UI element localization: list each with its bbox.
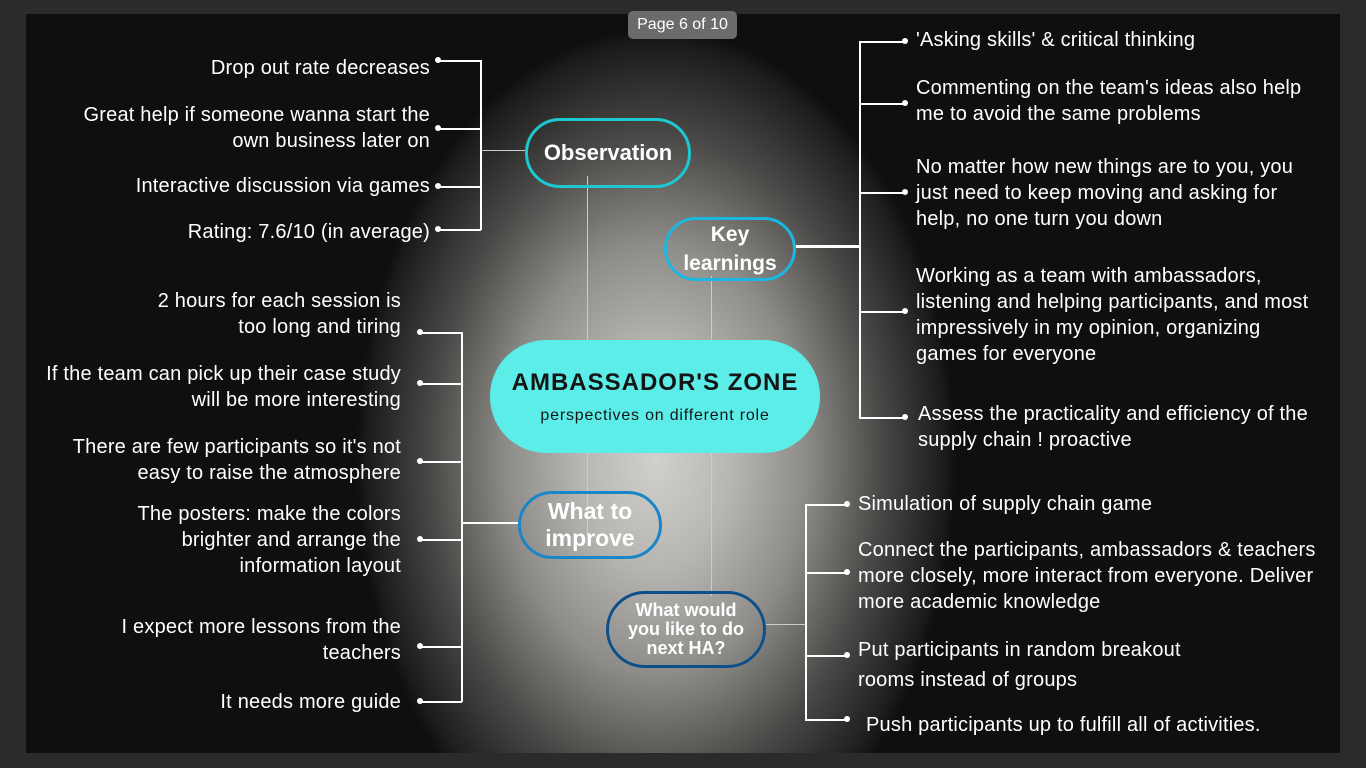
improve-item: I expect more lessons from the teachers (121, 616, 401, 664)
next-item: Push participants up to fulfill all of a… (866, 714, 1261, 736)
key-learning-item: Assess the practicality and efficiency o… (918, 403, 1308, 451)
page-indicator: Page 6 of 10 (628, 11, 737, 39)
next-item: Connect the participants, ambassadors & … (858, 539, 1316, 613)
observation-item: Interactive discussion via games (135, 175, 430, 197)
key-learning-item: Commenting on the team's ideas also help… (916, 77, 1302, 125)
observation-item: Rating: 7.6/10 (in average) (187, 221, 430, 243)
key-learning-item: No matter how new things are to you, you… (916, 156, 1294, 230)
key-learning-item: Working as a team with ambassadors, list… (916, 265, 1309, 365)
observation-item: Drop out rate decreases (210, 57, 430, 79)
key-learnings-node[interactable]: Key learnings (664, 217, 796, 281)
center-node[interactable]: AMBASSADOR'S ZONE perspectives on differ… (490, 340, 820, 453)
improve-item: 2 hours for each session is too long and… (157, 290, 401, 338)
observation-node[interactable]: Observation (525, 118, 691, 188)
center-subtitle: perspectives on different role (540, 406, 770, 424)
observation-item: Great help if someone wanna start the ow… (83, 104, 430, 152)
next-item: Simulation of supply chain game (858, 493, 1153, 515)
improve-item: There are few participants so it's not e… (72, 436, 401, 484)
improve-item: The posters: make the colors brighter an… (137, 503, 401, 577)
center-title: AMBASSADOR'S ZONE (511, 368, 799, 396)
what-to-improve-node[interactable]: What to improve (518, 491, 662, 559)
next-item: Put participants in random breakout room… (858, 639, 1181, 691)
key-learning-item: 'Asking skills' & critical thinking (916, 29, 1196, 51)
next-ha-node[interactable]: What would you like to do next HA? (606, 591, 766, 668)
improve-item: If the team can pick up their case study… (46, 363, 401, 411)
improve-item: It needs more guide (220, 691, 401, 713)
slide: Observation Key learnings What to improv… (26, 14, 1340, 753)
